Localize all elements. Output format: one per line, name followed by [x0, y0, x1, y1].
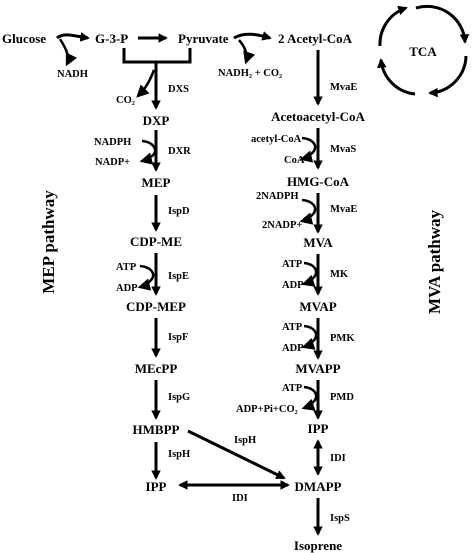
mep-pathway-title: MEP pathway	[39, 190, 58, 294]
enzyme-ispf: IspF	[168, 332, 188, 343]
cofactor-atp-pmk: ATP	[282, 322, 303, 333]
node-isoprene: Isoprene	[294, 538, 342, 553]
cofactor-atp-pmd: ATP	[282, 383, 303, 394]
arrow-nadh2-side	[238, 39, 256, 65]
tca-cycle: TCA	[376, 4, 470, 98]
enzyme-mvae-1: MvaE	[330, 82, 357, 93]
tca-arrow-4	[378, 5, 408, 47]
node-pyruvate: Pyruvate	[178, 31, 229, 46]
cofactor-curve-mk	[301, 261, 318, 287]
enzyme-dxs: DXS	[168, 84, 189, 95]
enzyme-ispe: IspE	[168, 271, 189, 282]
arrow-pyruvate-to-acetylcoa	[233, 31, 272, 41]
node-ipp-mep: IPP	[146, 479, 167, 494]
tca-arrow-1	[415, 4, 470, 44]
cofactor-curve-dxr	[139, 139, 157, 165]
cofactor-atp-ispe: ATP	[116, 262, 137, 273]
arrow-co2-side	[136, 69, 156, 98]
enzyme-idi-mva: IDI	[330, 453, 346, 464]
arrow-nadh-side	[58, 38, 78, 67]
cofactor-2nadph: 2NADPH	[256, 191, 299, 202]
enzyme-ispd: IspD	[168, 206, 190, 217]
cofactor-coa: CoA	[284, 155, 305, 166]
cofactor-curve-mvae-2	[299, 198, 317, 225]
node-mep: MEP	[142, 175, 171, 190]
node-hmg-coa: HMG-CoA	[287, 174, 350, 189]
node-acetoacetyl-coa: Acetoacetyl-CoA	[271, 109, 365, 124]
cofactor-adp-ispe: ADP	[116, 283, 138, 294]
enzyme-isph-diagonal: IspH	[234, 435, 256, 446]
node-cdp-mep: CDP-MEP	[126, 299, 186, 314]
node-ipp-mva: IPP	[308, 421, 329, 436]
cofactor-co2: CO₂	[116, 95, 135, 106]
cofactor-curve-ispe	[137, 264, 155, 291]
enzyme-ispg: IspG	[168, 392, 190, 403]
cofactor-acetyl-coa: acetyl-CoA	[251, 134, 302, 145]
cofactor-2nadp: 2NADP+	[262, 220, 302, 231]
node-mvap: MVAP	[299, 299, 336, 314]
cofactor-adp-pmk: ADP	[282, 343, 304, 354]
node-dmapp: DMAPP	[295, 479, 342, 494]
cofactor-curve-pmd	[301, 385, 318, 411]
tca-label: TCA	[409, 44, 437, 59]
enzyme-dxr: DXR	[168, 146, 191, 157]
tca-arrow-3	[376, 58, 416, 96]
cofactor-curve-pmk	[301, 324, 318, 350]
node-acetyl-coa: 2 Acetyl-CoA	[278, 31, 353, 46]
tca-arrow-2	[428, 55, 468, 98]
cofactor-curve-mvas	[299, 136, 317, 163]
enzyme-isph-down: IspH	[168, 449, 190, 460]
cofactor-nadph: NADPH	[94, 137, 131, 148]
enzyme-mk: MK	[330, 269, 349, 280]
node-mvapp: MVAPP	[295, 361, 340, 376]
node-hmbpp: HMBPP	[133, 422, 180, 437]
enzyme-pmd: PMD	[330, 392, 354, 403]
enzyme-mvae-2: MvaE	[330, 204, 357, 215]
node-cdp-me: CDP-ME	[130, 234, 182, 249]
arrow-glucose-to-g3p	[56, 32, 90, 42]
enzyme-mvas: MvaS	[330, 144, 356, 155]
cofactor-atp-mk: ATP	[282, 259, 303, 270]
node-g3p: G-3-P	[95, 31, 128, 46]
node-dxp: DXP	[143, 113, 170, 128]
node-mecpp: MEcPP	[135, 361, 178, 376]
cofactor-adp-pi-co2: ADP+Pi+CO₂	[236, 404, 298, 415]
cofactor-nadh2-co2: NADH₂ + CO₂	[218, 68, 282, 79]
enzyme-idi-mep: IDI	[232, 493, 248, 504]
cofactor-adp-mk: ADP	[282, 280, 304, 291]
cofactor-nadp: NADP+	[95, 157, 130, 168]
node-mva: MVA	[303, 235, 333, 250]
arrow-hmbpp-to-dmapp	[187, 429, 286, 480]
mva-pathway-title: MVA pathway	[425, 209, 444, 314]
cofactor-nadh: NADH	[57, 69, 88, 80]
enzyme-isps: IspS	[330, 513, 350, 524]
node-glucose: Glucose	[2, 31, 46, 46]
bracket-dxs	[122, 48, 192, 64]
enzyme-pmk: PMK	[330, 333, 355, 344]
